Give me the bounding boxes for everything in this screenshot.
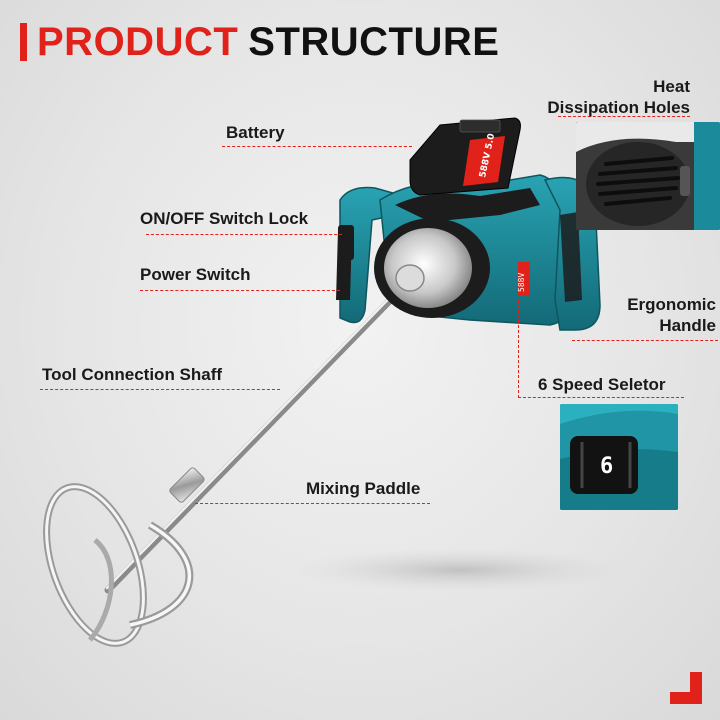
title-word-product: PRODUCT — [37, 19, 239, 64]
shaft-line — [104, 281, 409, 594]
chuck-face — [384, 228, 472, 308]
label-onoff-switch-lock: ON/OFF Switch Lock — [140, 209, 309, 228]
label-battery: Battery — [226, 123, 285, 142]
mixing-paddle — [43, 483, 194, 647]
title-word-structure: STRUCTURE — [248, 19, 500, 64]
leader-power-switch — [140, 290, 340, 291]
floor-shadow — [290, 548, 630, 592]
speed-label-strip — [518, 262, 530, 296]
leader-heat — [558, 116, 690, 117]
inset-speed-selector: 6 — [560, 404, 678, 510]
leader-battery — [222, 146, 412, 147]
label-ergonomic-handle: Ergonomic Handle — [627, 295, 716, 335]
rear-handle — [339, 186, 401, 324]
vent-slots-icon — [596, 156, 680, 206]
label-power-switch: Power Switch — [140, 265, 251, 284]
leader-speed — [518, 397, 684, 398]
speed-dial-housing — [570, 436, 638, 494]
leader-ergonomic — [572, 340, 718, 341]
battery-pack: 588V 5.0 — [409, 117, 521, 196]
leader-onoff — [146, 234, 342, 235]
leader-tool-shaft — [40, 389, 280, 390]
onoff-lock-part — [338, 225, 354, 260]
label-heat-dissipation: Heat Dissipation Holes — [547, 77, 690, 117]
inset-heat-dissipation — [576, 122, 720, 230]
label-tool-connection-shaft: Tool Connection Shaff — [42, 365, 223, 384]
leader-speed-vertical — [518, 300, 519, 398]
leader-mixing-paddle — [195, 503, 430, 504]
svg-text:588V: 588V — [517, 273, 526, 292]
shaft-coupling — [169, 467, 205, 503]
speed-dial-number: 6 — [600, 454, 614, 479]
corner-arrow-icon — [670, 672, 702, 704]
title-accent-bar — [20, 23, 27, 61]
page-title: PRODUCT STRUCTURE — [20, 18, 499, 66]
label-speed-selector: 6 Speed Seletor — [538, 375, 666, 394]
label-mixing-paddle: Mixing Paddle — [306, 479, 421, 498]
